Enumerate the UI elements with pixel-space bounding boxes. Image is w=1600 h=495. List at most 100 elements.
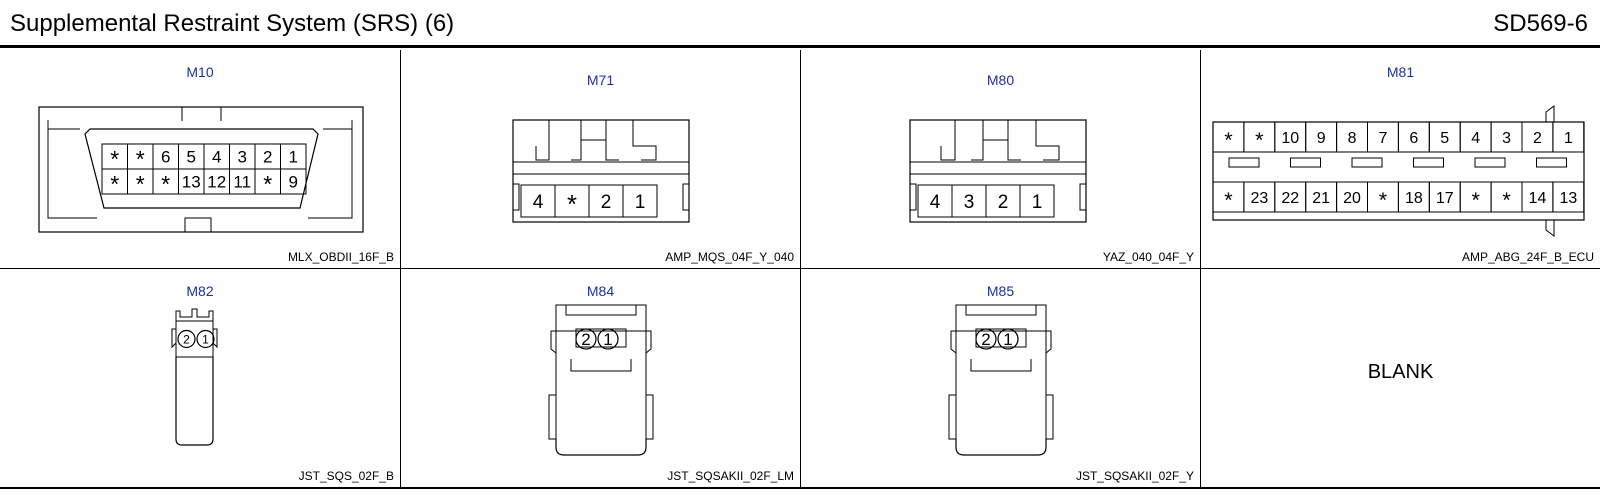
pin-label: 3	[1502, 130, 1511, 147]
pin-label: 1	[289, 148, 298, 167]
pin-label: *	[161, 171, 170, 197]
pin-label: 13	[1559, 190, 1577, 207]
pin-label: *	[1379, 187, 1388, 212]
pin-label: 18	[1405, 190, 1423, 207]
pin-cell	[280, 168, 307, 195]
pin-label: 14	[1529, 190, 1547, 207]
pin-label: *	[110, 146, 119, 172]
pin-label: 1	[635, 192, 646, 213]
connector-m71-drawing: 4 * 2 1	[512, 119, 690, 223]
pin-label: 4	[930, 192, 941, 213]
connector-id: M10	[186, 64, 214, 80]
blank-cell: BLANK	[1201, 269, 1600, 488]
pin-label: 2	[183, 332, 190, 346]
pin-label: 5	[1440, 130, 1449, 147]
pin-label: *	[136, 146, 145, 172]
connector-id: M85	[986, 283, 1015, 299]
pin-circle	[177, 329, 196, 349]
pin-label: *	[263, 171, 272, 197]
connector-m80-drawing: 4 3 2 1	[909, 119, 1087, 223]
pin-label: 2	[581, 330, 590, 349]
pin-circle	[997, 328, 1019, 350]
connector-id: M80	[986, 72, 1015, 88]
connector-id: M82	[186, 283, 214, 299]
pin-label: 22	[1281, 190, 1299, 207]
pin-label: 4	[1471, 130, 1480, 147]
connector-m71[interactable]: M71 4 * 2 1 AMP_MQS_04F_Y_040	[401, 50, 801, 269]
pin-label: *	[136, 171, 145, 197]
pin-label: 1	[603, 330, 612, 349]
page-code: SD569-6	[1493, 10, 1588, 37]
latch-slot	[1351, 157, 1383, 168]
pin-label: 4	[533, 192, 544, 213]
pin-label: 9	[289, 173, 298, 192]
pin-label: 1	[1003, 330, 1012, 349]
pin-label: 1	[1032, 192, 1043, 213]
pin-label: 1	[1564, 130, 1573, 147]
pin-label: *	[1471, 187, 1480, 212]
pin-label: 5	[187, 148, 196, 167]
pin-label: 9	[1317, 130, 1326, 147]
pin-label: 6	[161, 148, 170, 167]
connector-type: YAZ_040_04F_Y	[1102, 250, 1194, 264]
pin-label: *	[1255, 127, 1264, 152]
blank-label: BLANK	[1367, 361, 1434, 383]
pin-label: 8	[1348, 130, 1357, 147]
pin-circle	[575, 328, 597, 350]
connector-type: AMP_MQS_04F_Y_040	[665, 250, 794, 264]
latch-slot	[1290, 157, 1321, 168]
pin-label: 11	[233, 173, 251, 192]
pin-label: 2	[263, 148, 272, 167]
pin-label: 7	[1378, 130, 1387, 147]
page-title: Supplemental Restraint System (SRS) (6)	[10, 10, 455, 37]
connector-type: MLX_OBDII_16F_B	[287, 250, 394, 264]
pin-label: 4	[212, 148, 221, 167]
pin-label: *	[110, 171, 119, 197]
pin-label: 10	[1281, 130, 1299, 147]
page-header: Supplemental Restraint System (SRS) (6) …	[0, 0, 1600, 48]
connector-id: M71	[586, 72, 615, 88]
pin-label: 20	[1343, 190, 1361, 207]
pin-circle	[975, 328, 997, 350]
pin-cell	[1019, 184, 1055, 218]
pin-label: *	[1502, 187, 1511, 212]
pin-label: 3	[238, 148, 247, 167]
pin-label: 3	[964, 192, 975, 213]
pin-label: 23	[1250, 190, 1268, 207]
pin-label: 2	[1533, 130, 1542, 147]
latch-slot	[1536, 157, 1567, 168]
pin-label: 13	[182, 173, 201, 192]
pin-cell	[622, 184, 658, 218]
pin-cell	[1552, 121, 1585, 153]
pin-label: *	[1224, 127, 1233, 152]
connector-id: M81	[1386, 64, 1415, 80]
connector-type: JST_SQSAKII_02F_LM	[667, 469, 794, 483]
pin-cell	[1552, 181, 1585, 213]
latch-slot	[1228, 157, 1260, 168]
pin-label: 2	[601, 192, 612, 213]
latch-slot	[1413, 157, 1444, 168]
pin-label: 17	[1436, 190, 1454, 207]
latch-slot	[1474, 157, 1506, 168]
pin-label: 2	[981, 330, 990, 349]
pin-circle	[597, 328, 619, 350]
pin-label: 21	[1312, 190, 1330, 207]
connector-m80[interactable]: M80 4 3 2 1 YAZ_040_04F_Y	[801, 50, 1201, 269]
connector-type: JST_SQSAKII_02F_Y	[1075, 469, 1194, 483]
connector-type: AMP_ABG_24F_B_ECU	[1461, 250, 1594, 264]
pin-label: 1	[202, 332, 209, 346]
pin-label: 2	[998, 192, 1009, 213]
pin-label: 12	[207, 173, 226, 192]
connector-id: M84	[586, 283, 615, 299]
pin-label: *	[567, 191, 577, 219]
connector-type: JST_SQS_02F_B	[298, 469, 394, 483]
